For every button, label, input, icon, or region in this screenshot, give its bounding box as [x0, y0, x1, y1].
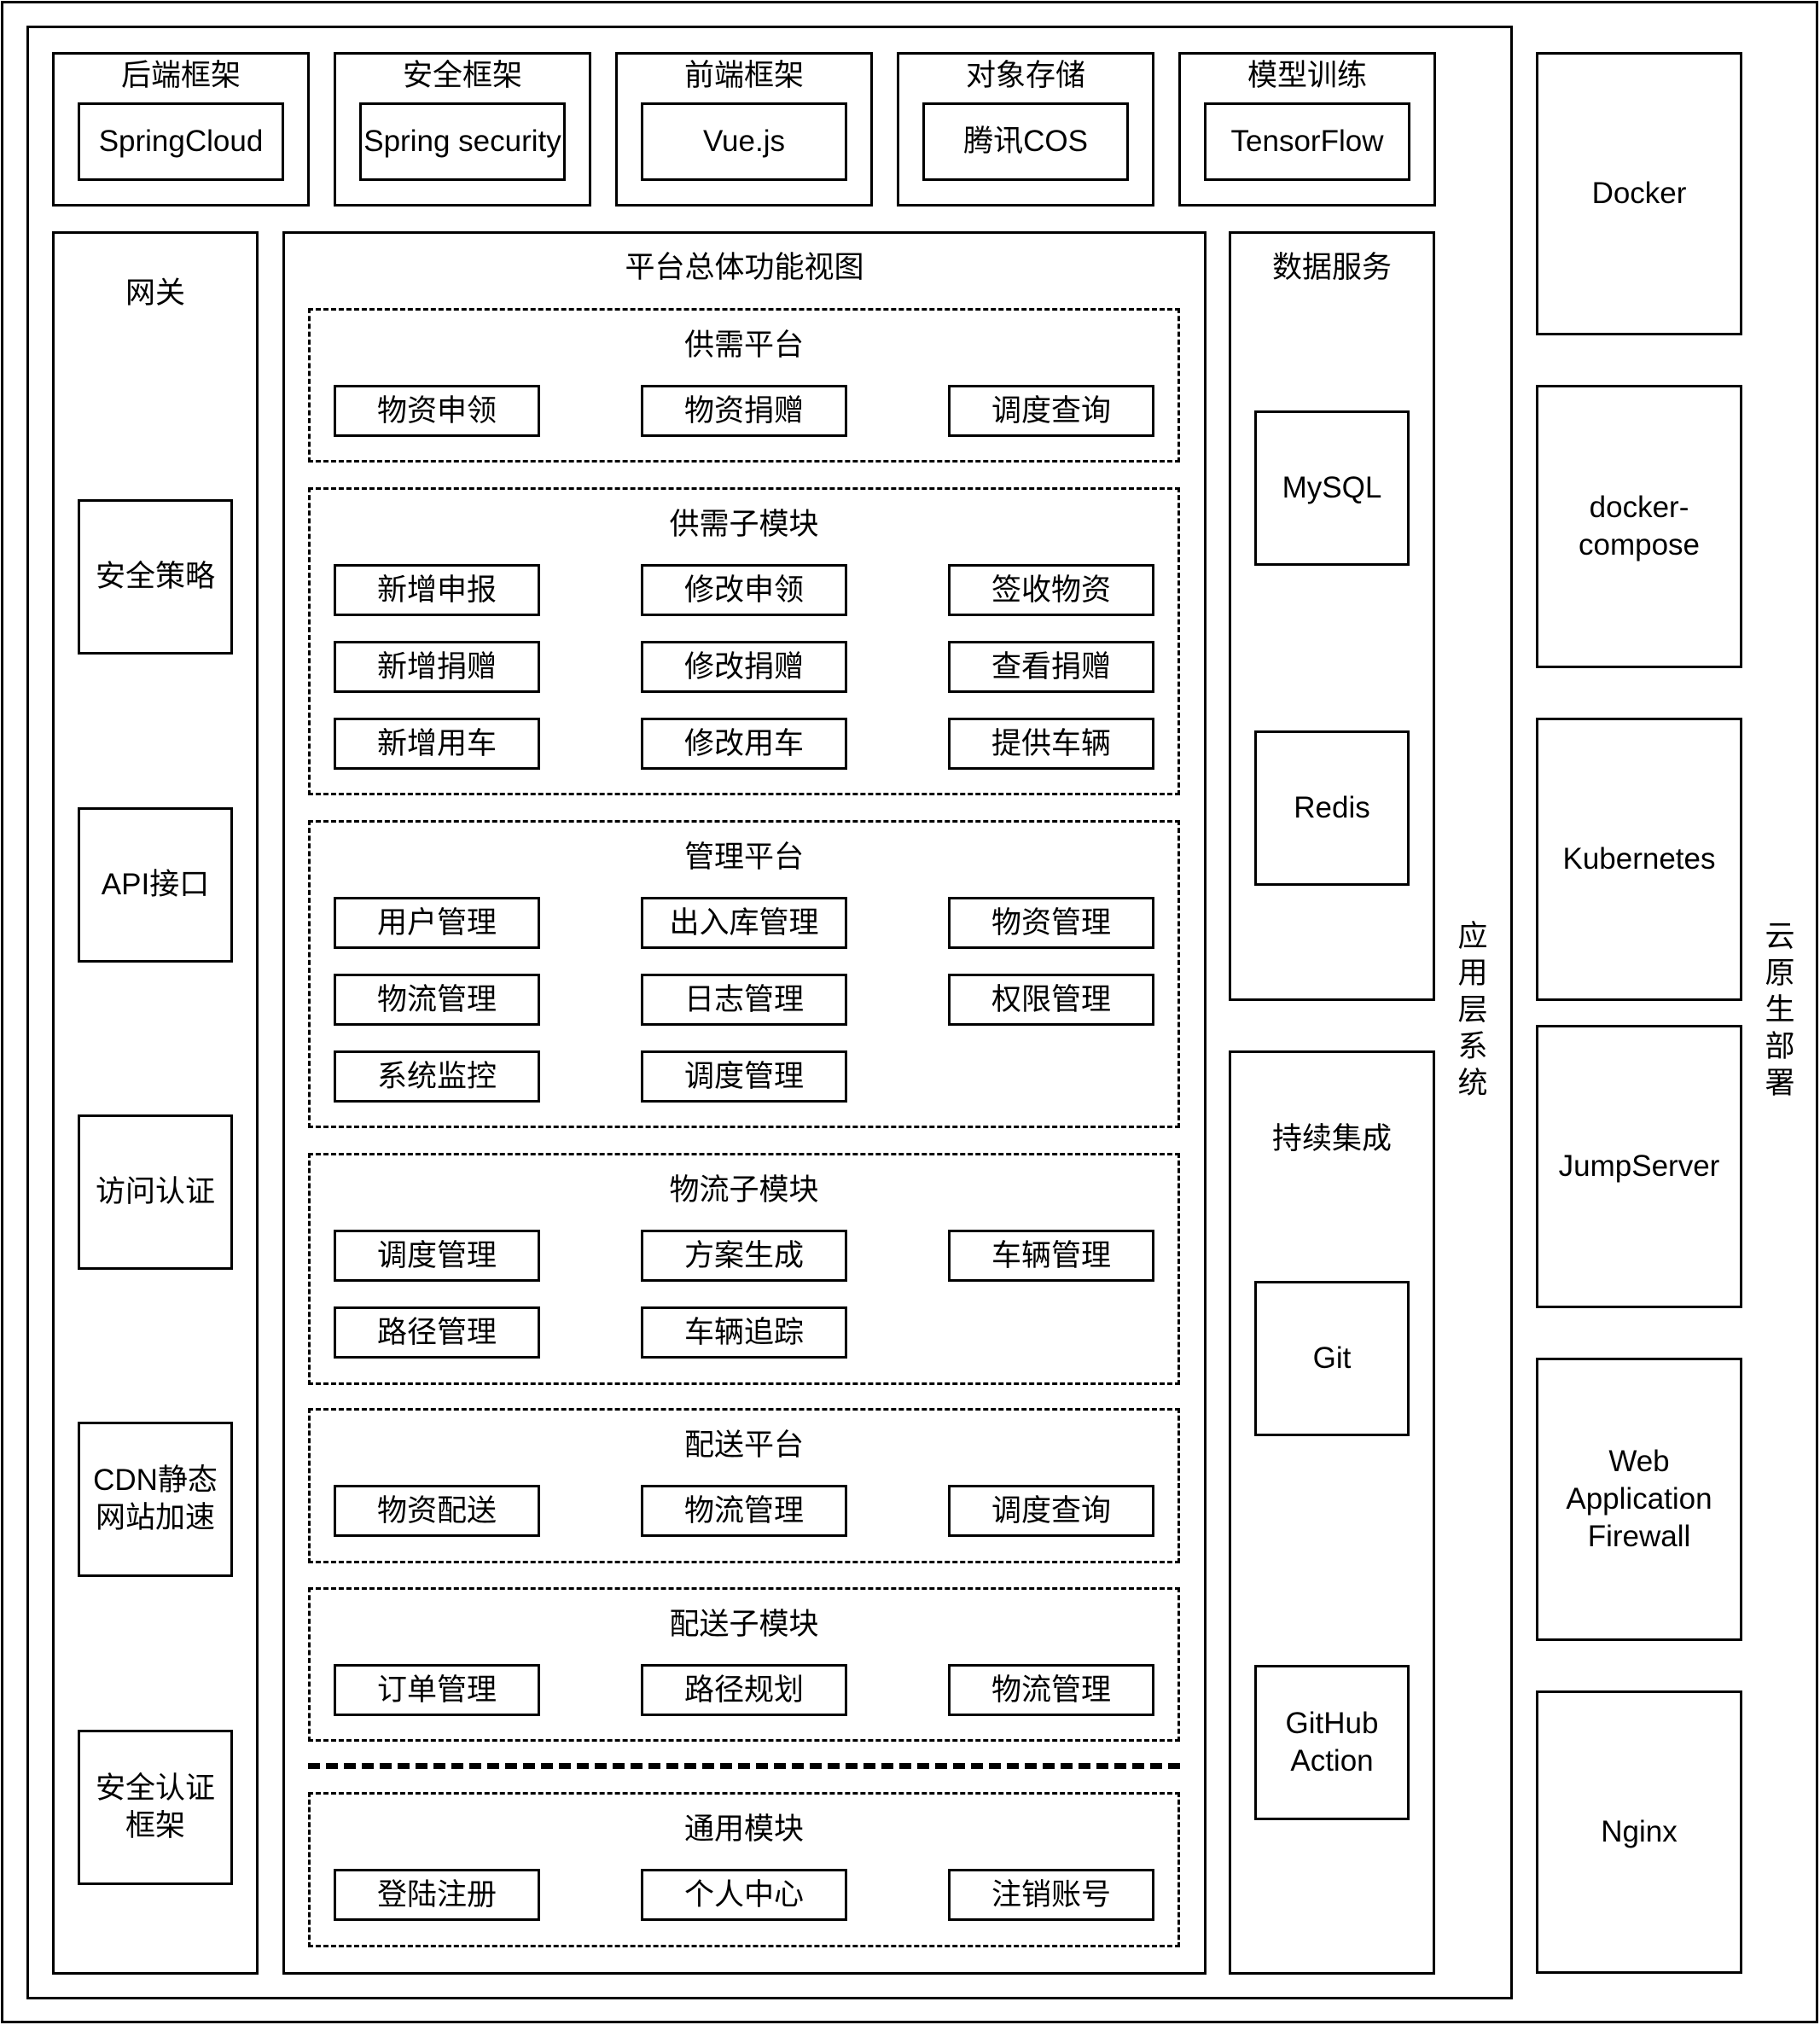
ci-item: Git [1254, 1281, 1410, 1436]
function-item: 登陆注册 [334, 1869, 540, 1921]
section-title: 通用模块 [683, 1813, 804, 1846]
data-service-item: MySQL [1254, 410, 1410, 566]
function-item: 新增用车 [334, 718, 540, 770]
section-title: 供需平台 [683, 329, 804, 362]
gateway-title: 网关 [125, 276, 185, 310]
function-item: 提供车辆 [948, 718, 1154, 770]
function-item: 路径规划 [641, 1664, 847, 1716]
deploy-item: Docker [1536, 52, 1742, 335]
framework-title: 后端框架 [120, 59, 241, 92]
function-item: 方案生成 [641, 1230, 847, 1282]
framework-title: 模型训练 [1247, 59, 1367, 92]
gateway-item: 安全认证 框架 [78, 1730, 233, 1885]
function-item: 出入库管理 [641, 897, 847, 949]
platform-section [308, 1408, 1180, 1563]
gateway-item: API接口 [78, 807, 233, 963]
function-item: 订单管理 [334, 1664, 540, 1716]
gateway-panel [52, 231, 259, 1975]
gateway-item: 安全策略 [78, 499, 233, 655]
function-item: 物资捐赠 [641, 385, 847, 437]
section-title: 供需子模块 [669, 508, 819, 541]
framework-title: 前端框架 [683, 59, 804, 92]
framework-item: 腾讯COS [922, 102, 1129, 181]
function-item: 车辆追踪 [641, 1306, 847, 1359]
ci-panel [1229, 1050, 1435, 1975]
function-item: 修改用车 [641, 718, 847, 770]
function-item: 物流管理 [334, 974, 540, 1026]
function-item: 修改捐赠 [641, 641, 847, 693]
function-item: 签收物资 [948, 564, 1154, 616]
framework-item: Spring security [359, 102, 566, 181]
platform-section [308, 1792, 1180, 1947]
platform-section [308, 820, 1180, 1128]
deploy-item: JumpServer [1536, 1025, 1742, 1308]
data-service-title: 数据服务 [1271, 251, 1392, 284]
section-title: 配送子模块 [669, 1608, 819, 1641]
cloud-native-label: 云原生部署 [1765, 920, 1795, 1100]
platform-section [308, 1153, 1180, 1385]
function-item: 个人中心 [641, 1869, 847, 1921]
function-item: 新增捐赠 [334, 641, 540, 693]
function-item: 物流管理 [948, 1664, 1154, 1716]
platform-title: 平台总体功能视图 [625, 251, 864, 284]
gateway-item: 访问认证 [78, 1114, 233, 1270]
function-item: 物资申领 [334, 385, 540, 437]
framework-item: Vue.js [641, 102, 847, 181]
common-module-separator [308, 1763, 1180, 1769]
deploy-item: Kubernetes [1536, 718, 1742, 1001]
function-item: 查看捐赠 [948, 641, 1154, 693]
ci-title: 持续集成 [1271, 1122, 1392, 1155]
function-item: 系统监控 [334, 1050, 540, 1103]
function-item: 物资配送 [334, 1485, 540, 1537]
platform-section [308, 308, 1180, 463]
deploy-item: docker- compose [1536, 385, 1742, 668]
function-item: 物流管理 [641, 1485, 847, 1537]
platform-section [308, 487, 1180, 795]
framework-title: 安全框架 [402, 59, 522, 92]
function-item: 用户管理 [334, 897, 540, 949]
function-item: 注销账号 [948, 1869, 1154, 1921]
deploy-item: Web Application Firewall [1536, 1358, 1742, 1641]
gateway-item: CDN静态 网站加速 [78, 1422, 233, 1577]
function-item: 权限管理 [948, 974, 1154, 1026]
data-service-item: Redis [1254, 730, 1410, 886]
section-title: 配送平台 [683, 1429, 804, 1462]
function-item: 修改申领 [641, 564, 847, 616]
function-item: 调度管理 [334, 1230, 540, 1282]
function-item: 调度查询 [948, 385, 1154, 437]
function-item: 调度管理 [641, 1050, 847, 1103]
deploy-item: Nginx [1536, 1690, 1742, 1974]
function-item: 路径管理 [334, 1306, 540, 1359]
section-title: 管理平台 [683, 841, 804, 874]
function-item: 调度查询 [948, 1485, 1154, 1537]
ci-item: GitHub Action [1254, 1665, 1410, 1820]
section-title: 物流子模块 [669, 1173, 819, 1207]
function-item: 车辆管理 [948, 1230, 1154, 1282]
framework-item: TensorFlow [1204, 102, 1410, 181]
function-item: 日志管理 [641, 974, 847, 1026]
function-item: 物资管理 [948, 897, 1154, 949]
platform-section [308, 1587, 1180, 1742]
application-layer-label: 应用层系统 [1457, 920, 1488, 1100]
framework-title: 对象存储 [965, 59, 1085, 92]
framework-item: SpringCloud [78, 102, 284, 181]
function-item: 新增申报 [334, 564, 540, 616]
